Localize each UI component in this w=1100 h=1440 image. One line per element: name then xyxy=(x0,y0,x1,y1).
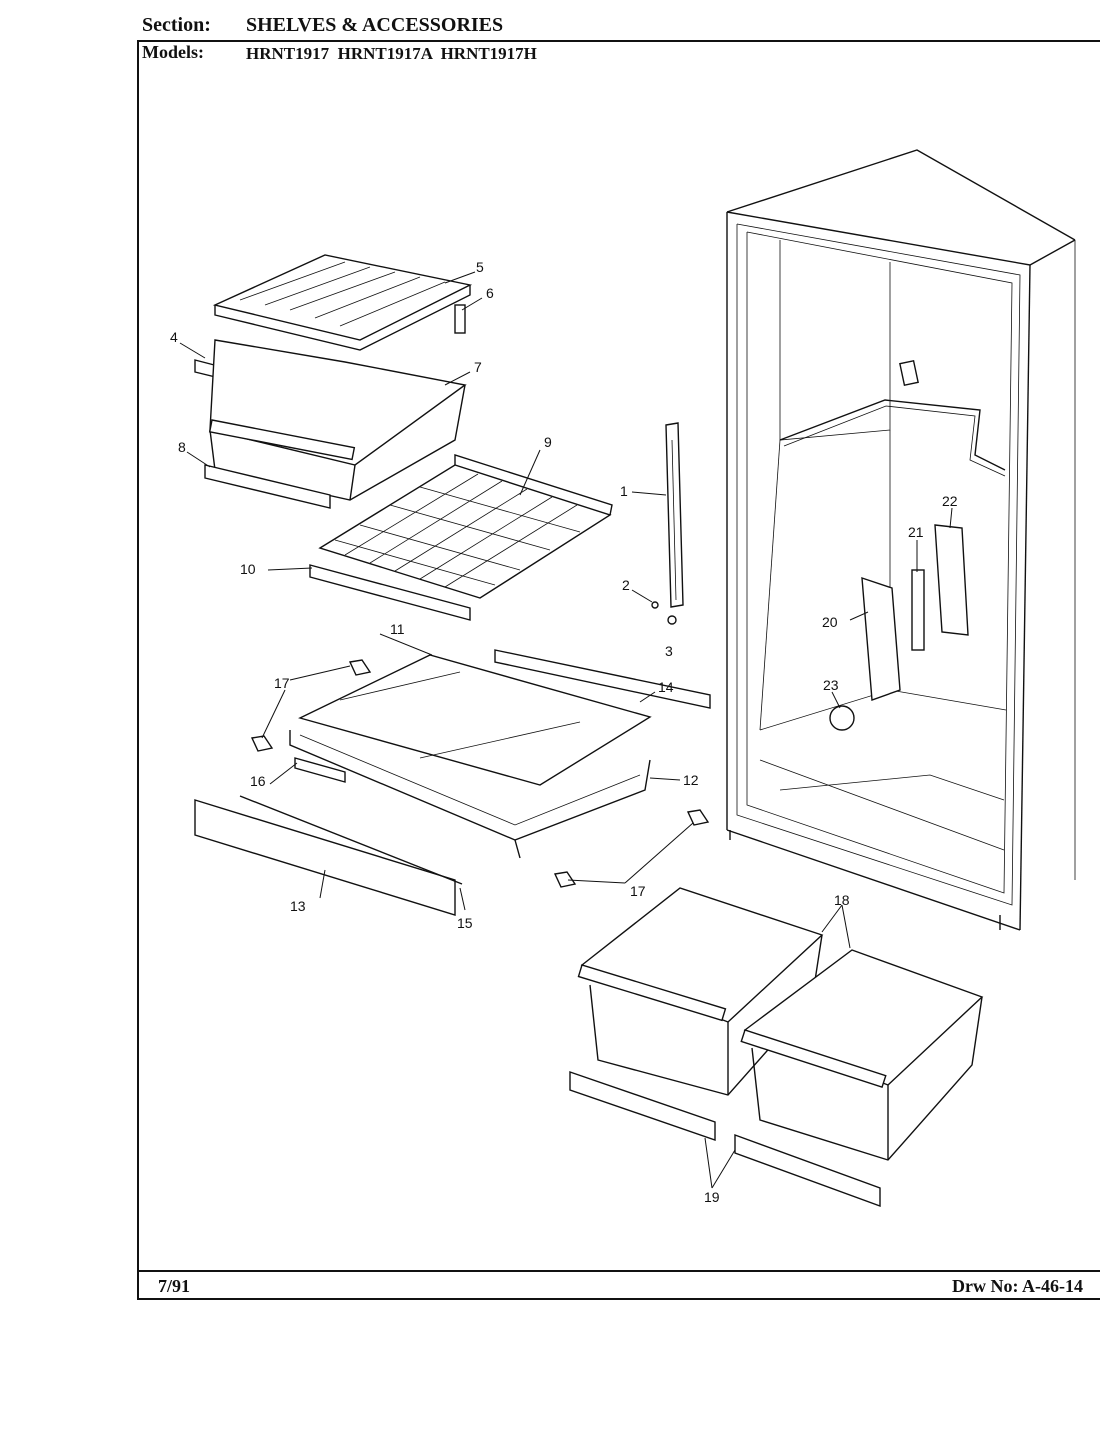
callout-2: 2 xyxy=(622,577,630,593)
section-label: Section: xyxy=(142,14,211,36)
crisper-drawer-right xyxy=(740,949,984,1161)
front-panel xyxy=(194,799,456,916)
footer-rule xyxy=(139,1270,1100,1272)
callout-6: 6 xyxy=(486,285,494,301)
callout-23: 23 xyxy=(823,677,839,693)
callout-7: 7 xyxy=(474,359,482,375)
glass-shelf-frame xyxy=(289,730,651,859)
callout-19: 19 xyxy=(704,1189,720,1205)
callout-1: 1 xyxy=(620,483,628,499)
callout-21: 21 xyxy=(908,524,924,540)
callout-14: 14 xyxy=(658,679,674,695)
screw xyxy=(651,601,659,609)
thermostat xyxy=(911,569,925,651)
control-housing xyxy=(861,577,901,701)
callout-10: 10 xyxy=(240,561,256,577)
control-knob-bracket xyxy=(934,524,969,636)
shelf-bracket xyxy=(454,304,466,334)
callout-5: 5 xyxy=(476,259,484,275)
top-cover-shelf xyxy=(212,254,473,351)
shelf-support-rail xyxy=(665,422,684,608)
meat-keeper-drawer xyxy=(208,339,467,501)
callout-3: 3 xyxy=(665,643,673,659)
shelf-clip xyxy=(294,757,346,783)
callout-12: 12 xyxy=(683,772,699,788)
model-list: HRNT1917 HRNT1917A HRNT1917H xyxy=(246,44,537,63)
bracket-right-bottom xyxy=(553,871,577,888)
bracket-left-top xyxy=(348,659,372,676)
bracket-right-top xyxy=(686,809,710,826)
callout-18: 18 xyxy=(834,892,850,908)
leader-lines xyxy=(179,271,953,1189)
drawer-rail xyxy=(204,464,331,509)
glass-shelf-rear-trim xyxy=(494,649,711,709)
models-label: Models: xyxy=(142,42,204,62)
trim-rod xyxy=(239,795,463,885)
callout-17-right: 17 xyxy=(630,883,646,899)
callout-4: 4 xyxy=(170,329,178,345)
callout-9: 9 xyxy=(544,434,552,450)
crisper-drawer-left xyxy=(577,887,824,1096)
light-bulb xyxy=(829,705,855,731)
bracket-left-bottom xyxy=(250,735,274,752)
wire-shelf-trim xyxy=(309,564,471,621)
callout-22: 22 xyxy=(942,493,958,509)
callout-11: 11 xyxy=(390,621,405,637)
section-title: SHELVES & ACCESSORIES xyxy=(246,14,504,36)
callout-15: 15 xyxy=(457,915,473,931)
crisper-rail-right xyxy=(734,1133,881,1208)
clip xyxy=(667,615,677,625)
drawing-number: Drw No: A-46-14 xyxy=(952,1276,1083,1296)
callout-20: 20 xyxy=(822,614,838,630)
refrigerator-cabinet xyxy=(726,149,1076,931)
glass-shelf xyxy=(298,654,652,786)
crisper-rail-left xyxy=(569,1071,716,1141)
wire-shelf xyxy=(318,454,613,599)
callout-16: 16 xyxy=(250,773,266,789)
callout-17-left: 17 xyxy=(274,675,290,691)
drawing-frame xyxy=(137,40,1100,1300)
callout-13: 13 xyxy=(290,898,306,914)
drawing-date: 7/91 xyxy=(158,1276,191,1296)
callout-8: 8 xyxy=(178,439,186,455)
